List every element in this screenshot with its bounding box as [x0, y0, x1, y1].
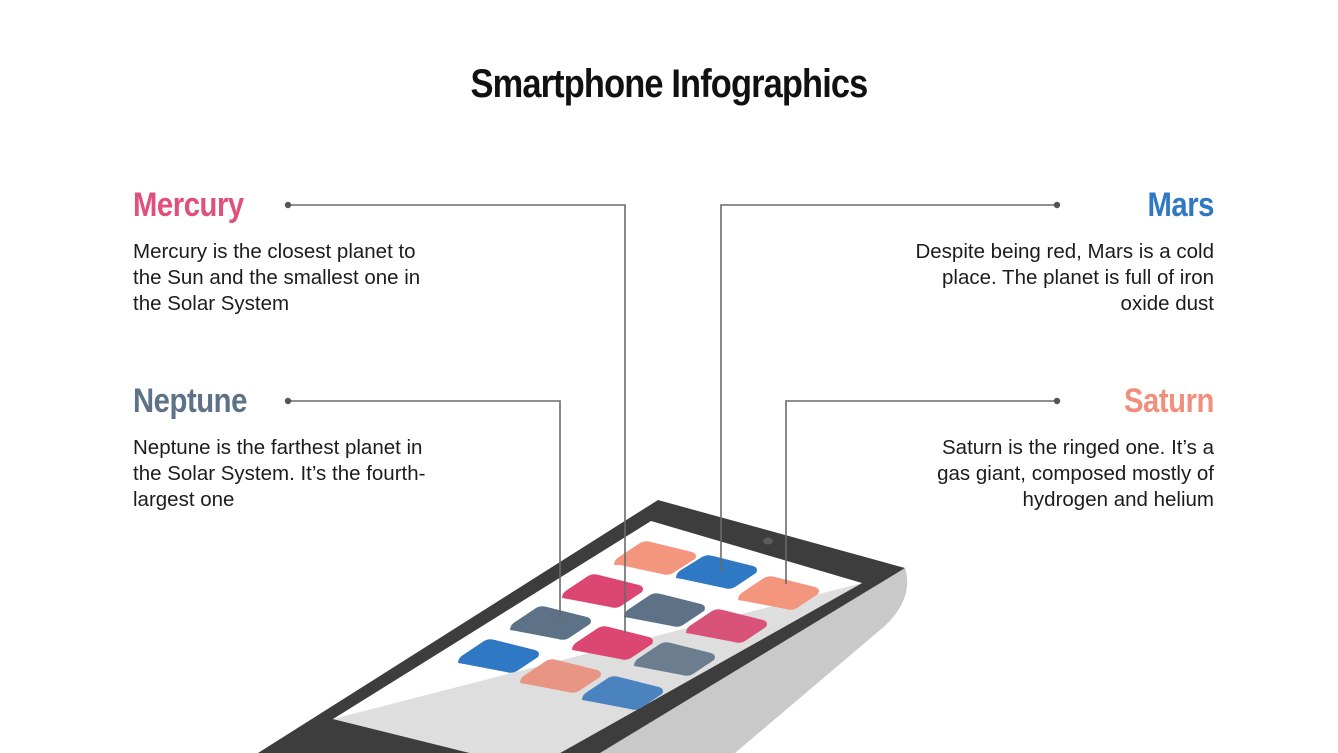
app-icon	[582, 676, 663, 710]
item-title-mercury: Mercury	[133, 186, 244, 224]
item-title-saturn: Saturn	[1123, 382, 1214, 420]
phone-side	[600, 568, 908, 753]
app-icon	[676, 555, 757, 589]
item-text-mercury: Mercury is the closest planet to the Sun…	[133, 240, 421, 315]
item-text-mars: Despite being red, Mars is a cold place.…	[915, 240, 1214, 315]
item-saturn: Saturn Saturn is the ringed one. It’s a …	[894, 381, 1214, 513]
camera-icon	[763, 537, 773, 545]
connector-dot-neptune	[284, 397, 292, 405]
item-mars: Mars Despite being red, Mars is a cold p…	[894, 185, 1214, 317]
app-icon	[510, 606, 591, 640]
app-icon	[614, 541, 696, 575]
connector-neptune	[288, 400, 561, 622]
app-icon	[458, 639, 539, 673]
app-icon	[520, 659, 601, 693]
app-icon	[572, 626, 653, 660]
app-icon	[738, 576, 819, 610]
connector-dot-mercury	[284, 201, 292, 209]
item-text-neptune: Neptune is the farthest planet in the So…	[133, 436, 426, 511]
connector-mars	[720, 204, 1057, 572]
app-icon-grid	[458, 541, 819, 710]
app-icon	[562, 574, 643, 608]
item-title-neptune: Neptune	[133, 382, 247, 420]
item-text-saturn: Saturn is the ringed one. It’s a gas gia…	[937, 436, 1214, 511]
connector-mercury	[288, 204, 626, 633]
connector-dot-mars	[1053, 201, 1061, 209]
item-title-mars: Mars	[1147, 186, 1214, 224]
connector-dot-saturn	[1053, 397, 1061, 405]
app-icon	[624, 593, 705, 627]
item-neptune: Neptune Neptune is the farthest planet i…	[133, 381, 453, 513]
app-icon	[686, 609, 767, 643]
app-icon	[634, 642, 715, 676]
page-title: Smartphone Infographics	[470, 62, 869, 106]
item-mercury: Mercury Mercury is the closest planet to…	[133, 185, 453, 317]
connector-saturn	[785, 400, 1057, 584]
